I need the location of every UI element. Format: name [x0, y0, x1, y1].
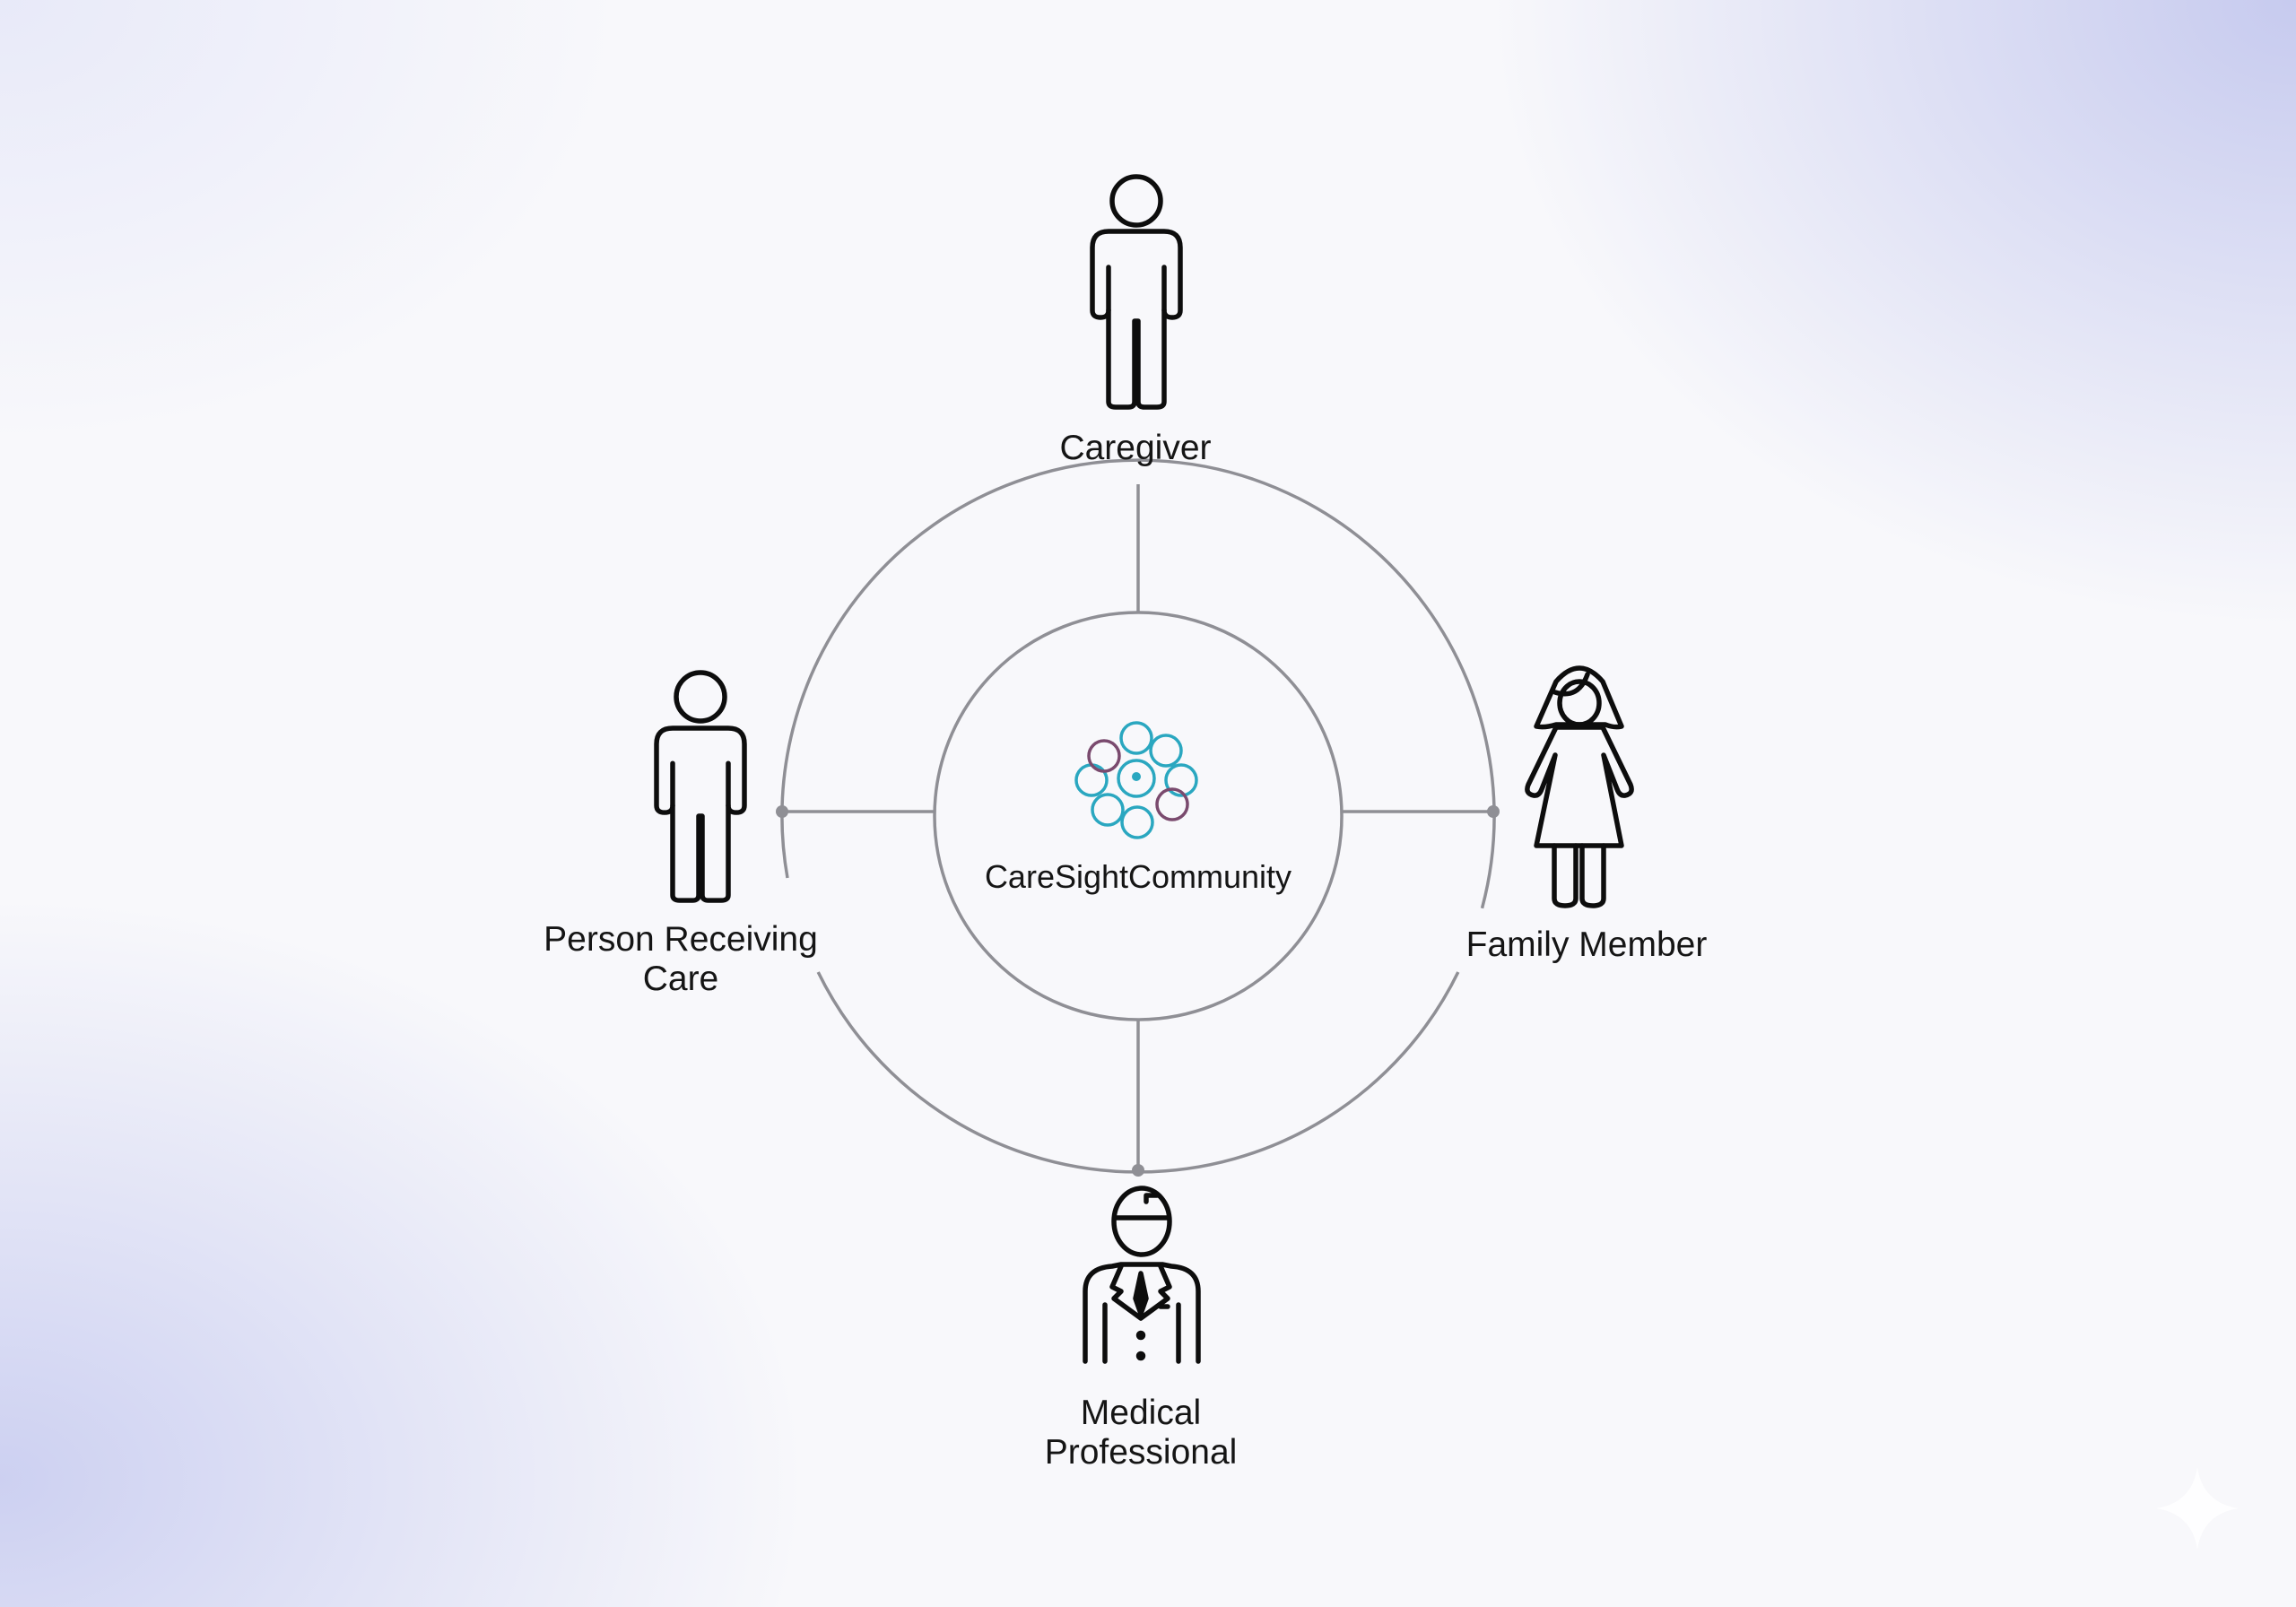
outer-ring-top-arc: [780, 458, 1496, 909]
medical-professional-node: Medical Professional: [1045, 1186, 1238, 1472]
person-receiving-care-label-line1: Person Receiving: [544, 920, 818, 959]
connector-dot-bottom: [1132, 1164, 1144, 1177]
family-member-node: Family Member: [1466, 665, 1708, 964]
brand-name: CareSightCommunity: [985, 858, 1292, 895]
family-member-label: Family Member: [1466, 925, 1708, 964]
person-icon: [1092, 174, 1180, 407]
medical-professional-label-line2: Professional: [1045, 1433, 1238, 1472]
woman-icon: [1525, 665, 1634, 908]
inner-ring: [933, 611, 1344, 1021]
medical-professional-label-line1: Medical: [1081, 1394, 1201, 1432]
connector-dot-left: [776, 805, 788, 818]
caregiver-label: Caregiver: [1059, 429, 1211, 467]
doctor-icon: [1083, 1186, 1201, 1364]
connector-dot-right: [1487, 805, 1500, 818]
person-receiving-care-node: Person Receiving Care: [544, 670, 818, 998]
person-receiving-care-label-line2: Care: [643, 960, 719, 998]
sparkle-icon: [2156, 1467, 2239, 1550]
person-icon: [657, 670, 744, 900]
caregiver-node: Caregiver: [1059, 174, 1212, 467]
community-circles-logo-icon: [1074, 721, 1198, 839]
